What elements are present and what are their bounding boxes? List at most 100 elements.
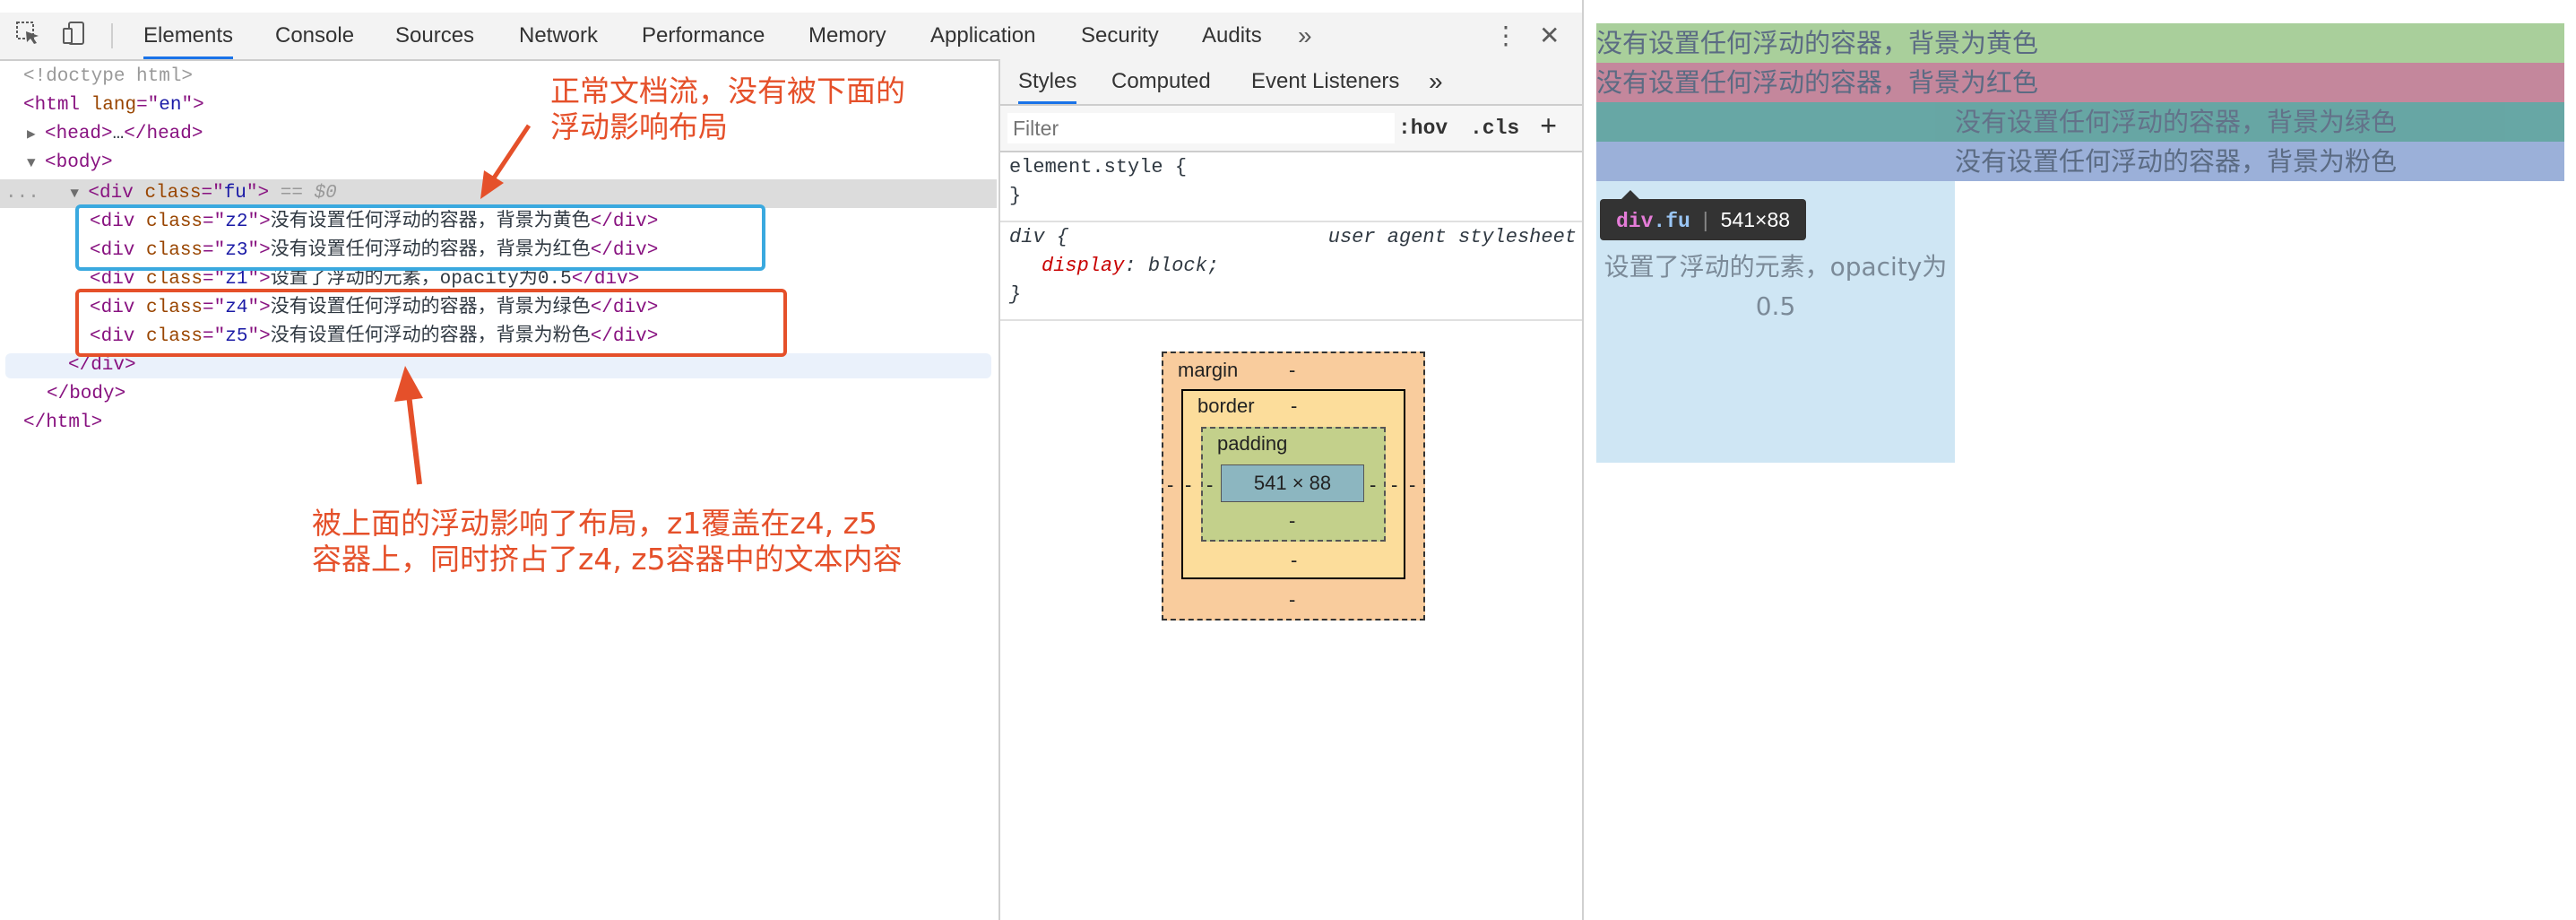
collapse-triangle-icon[interactable]: ▼	[27, 155, 36, 171]
div-fu-close[interactable]: </div>	[68, 352, 136, 380]
collapse-triangle-icon[interactable]: ▼	[70, 186, 80, 202]
node-text: 没有设置任何浮动的容器，背景为红色	[270, 240, 591, 261]
z3-red-block: 没有设置任何浮动的容器，背景为红色	[1596, 63, 2564, 102]
body-tag-name: body	[56, 152, 102, 173]
box-model-margin[interactable]: margin - - - - border - - - - padding - …	[1162, 352, 1425, 621]
margin-top-value[interactable]: -	[1289, 359, 1296, 381]
more-tabs-icon[interactable]: »	[1298, 22, 1312, 49]
element-style-rule[interactable]: element.style { }	[1000, 152, 1582, 222]
more-subtabs-icon[interactable]: »	[1429, 67, 1443, 95]
tab-application[interactable]: Application	[930, 23, 1036, 48]
row-ellipsis[interactable]: ...	[5, 183, 39, 204]
html-lang-attr: lang	[91, 95, 137, 116]
close-div-tag: </div>	[571, 269, 640, 290]
arrow-up-right-icon	[480, 124, 532, 199]
kebab-menu-icon[interactable]: ⋮	[1493, 22, 1518, 49]
class-attr: class	[146, 212, 203, 232]
tab-network[interactable]: Network	[519, 23, 599, 48]
tab-sources[interactable]: Sources	[395, 23, 475, 48]
z2-text: 没有设置任何浮动的容器，背景为黄色	[1596, 28, 2039, 58]
annotation-red-box	[75, 289, 787, 357]
close-div-tag: </div>	[590, 298, 659, 318]
selected-marker: == $0	[280, 183, 337, 204]
box-model-content[interactable]: 541 × 88	[1221, 464, 1364, 502]
padding-bottom-value[interactable]: -	[1289, 509, 1296, 532]
body-node[interactable]: ▼<body>	[27, 149, 113, 178]
new-rule-plus-icon[interactable]: +	[1540, 111, 1558, 144]
tab-elements[interactable]: Elements	[143, 13, 234, 59]
tooltip-class: .fu	[1653, 210, 1690, 233]
div-z3-node[interactable]: <div class="z3">没有设置任何浮动的容器，背景为红色</div>	[90, 240, 659, 261]
close-icon[interactable]: ✕	[1539, 22, 1560, 49]
div-fu-node[interactable]: ... ▼<div class="fu"> == $0	[5, 179, 337, 208]
body-close[interactable]: </body>	[47, 380, 125, 409]
div-z1-node[interactable]: <div class="z1">设置了浮动的元素，opacity为0.5</di…	[90, 269, 640, 290]
margin-left-value[interactable]: -	[1167, 473, 1174, 496]
styles-subtabs: Styles Computed Event Listeners »	[1000, 59, 1582, 106]
dom-tree: <!doctype html> <html lang="en"> ▶<head>…	[0, 61, 997, 920]
z5-text: 没有设置任何浮动的容器，背景为粉色	[1955, 146, 2398, 177]
devtools-panel: Elements Console Sources Network Perform…	[0, 0, 1584, 920]
margin-label: margin	[1178, 359, 1239, 381]
element-tooltip: div.fu|541×88	[1600, 190, 1807, 240]
tab-audits[interactable]: Audits	[1202, 23, 1262, 48]
tab-event-listeners[interactable]: Event Listeners	[1251, 69, 1400, 93]
doctype-node[interactable]: <!doctype html>	[23, 63, 193, 91]
tab-security[interactable]: Security	[1081, 23, 1159, 48]
filter-bar: :hov .cls +	[1000, 106, 1582, 152]
html-close[interactable]: </html>	[23, 409, 102, 438]
hov-toggle[interactable]: :hov	[1398, 117, 1448, 140]
padding-label: padding	[1217, 432, 1288, 455]
tab-styles[interactable]: Styles	[1018, 59, 1077, 104]
box-model-padding[interactable]: padding - - - 541 × 88	[1201, 427, 1386, 542]
tooltip-size: 541×88	[1720, 208, 1791, 231]
class-value-z4: z4	[225, 298, 248, 318]
annotation-bottom-note: 被上面的浮动影响了布局，z1覆盖在z4, z5 容器上，同时挤占了z4, z5容…	[312, 506, 903, 577]
display-property: display	[1042, 255, 1125, 277]
class-attr: class	[146, 326, 203, 347]
cls-toggle[interactable]: .cls	[1470, 117, 1520, 140]
border-bottom-value[interactable]: -	[1291, 549, 1298, 571]
tab-computed[interactable]: Computed	[1111, 69, 1211, 93]
annotation-top-note: 正常文档流，没有被下面的 浮动影响布局	[550, 74, 905, 145]
node-text: 设置了浮动的元素，opacity为0.5	[270, 269, 572, 290]
class-attr: class	[144, 183, 202, 204]
annotation-bottom-line1: 被上面的浮动影响了布局，z1覆盖在z4, z5	[312, 506, 877, 541]
div-tag-name: div	[99, 183, 134, 204]
div-z2-node[interactable]: <div class="z2">没有设置任何浮动的容器，背景为黄色</div>	[90, 212, 659, 232]
tab-performance[interactable]: Performance	[642, 23, 765, 48]
close-html-tag: </html>	[23, 412, 103, 433]
class-attr: class	[146, 298, 203, 318]
annotation-top-line1: 正常文档流，没有被下面的	[550, 74, 905, 108]
border-right-value[interactable]: -	[1391, 473, 1398, 496]
div-z4-node[interactable]: <div class="z4">没有设置任何浮动的容器，背景为绿色</div>	[90, 298, 659, 318]
hover-row-highlight	[5, 353, 991, 378]
head-node[interactable]: ▶<head>…</head>	[27, 120, 203, 149]
tooltip-tag: div	[1616, 210, 1654, 233]
margin-right-value[interactable]: -	[1409, 473, 1416, 496]
device-toolbar-icon[interactable]	[59, 20, 90, 50]
ua-stylesheet-source: user agent stylesheet	[1327, 226, 1577, 248]
inspect-element-icon[interactable]	[13, 20, 43, 50]
margin-bottom-value[interactable]: -	[1289, 588, 1296, 611]
node-text: 没有设置任何浮动的容器，背景为绿色	[270, 298, 591, 318]
expand-triangle-icon[interactable]: ▶	[27, 126, 36, 143]
div-z5-node[interactable]: <div class="z5">没有设置任何浮动的容器，背景为粉色</div>	[90, 326, 659, 347]
tab-console[interactable]: Console	[275, 23, 355, 48]
close-div-tag: </div>	[590, 212, 659, 232]
box-model-border[interactable]: border - - - - padding - - - 541 × 88	[1181, 389, 1405, 579]
head-tag-name: head	[56, 124, 102, 144]
z5-pink-block: 没有设置任何浮动的容器，背景为粉色	[1596, 142, 2564, 181]
border-top-value[interactable]: -	[1291, 395, 1298, 417]
padding-left-value[interactable]: -	[1206, 473, 1214, 496]
class-value-z2: z2	[225, 212, 248, 232]
display-declaration[interactable]: display: block;	[1042, 255, 1220, 277]
annotation-top-line2: 浮动影响布局	[550, 109, 728, 144]
tab-memory[interactable]: Memory	[808, 23, 886, 48]
border-left-value[interactable]: -	[1185, 473, 1192, 496]
padding-right-value[interactable]: -	[1370, 473, 1377, 496]
html-node[interactable]: <html lang="en">	[23, 95, 204, 116]
element-style-selector: element.style {	[1009, 156, 1188, 178]
div-ua-rule[interactable]: div { user agent stylesheet display: blo…	[1000, 222, 1582, 321]
styles-filter-input[interactable]	[1007, 113, 1395, 143]
